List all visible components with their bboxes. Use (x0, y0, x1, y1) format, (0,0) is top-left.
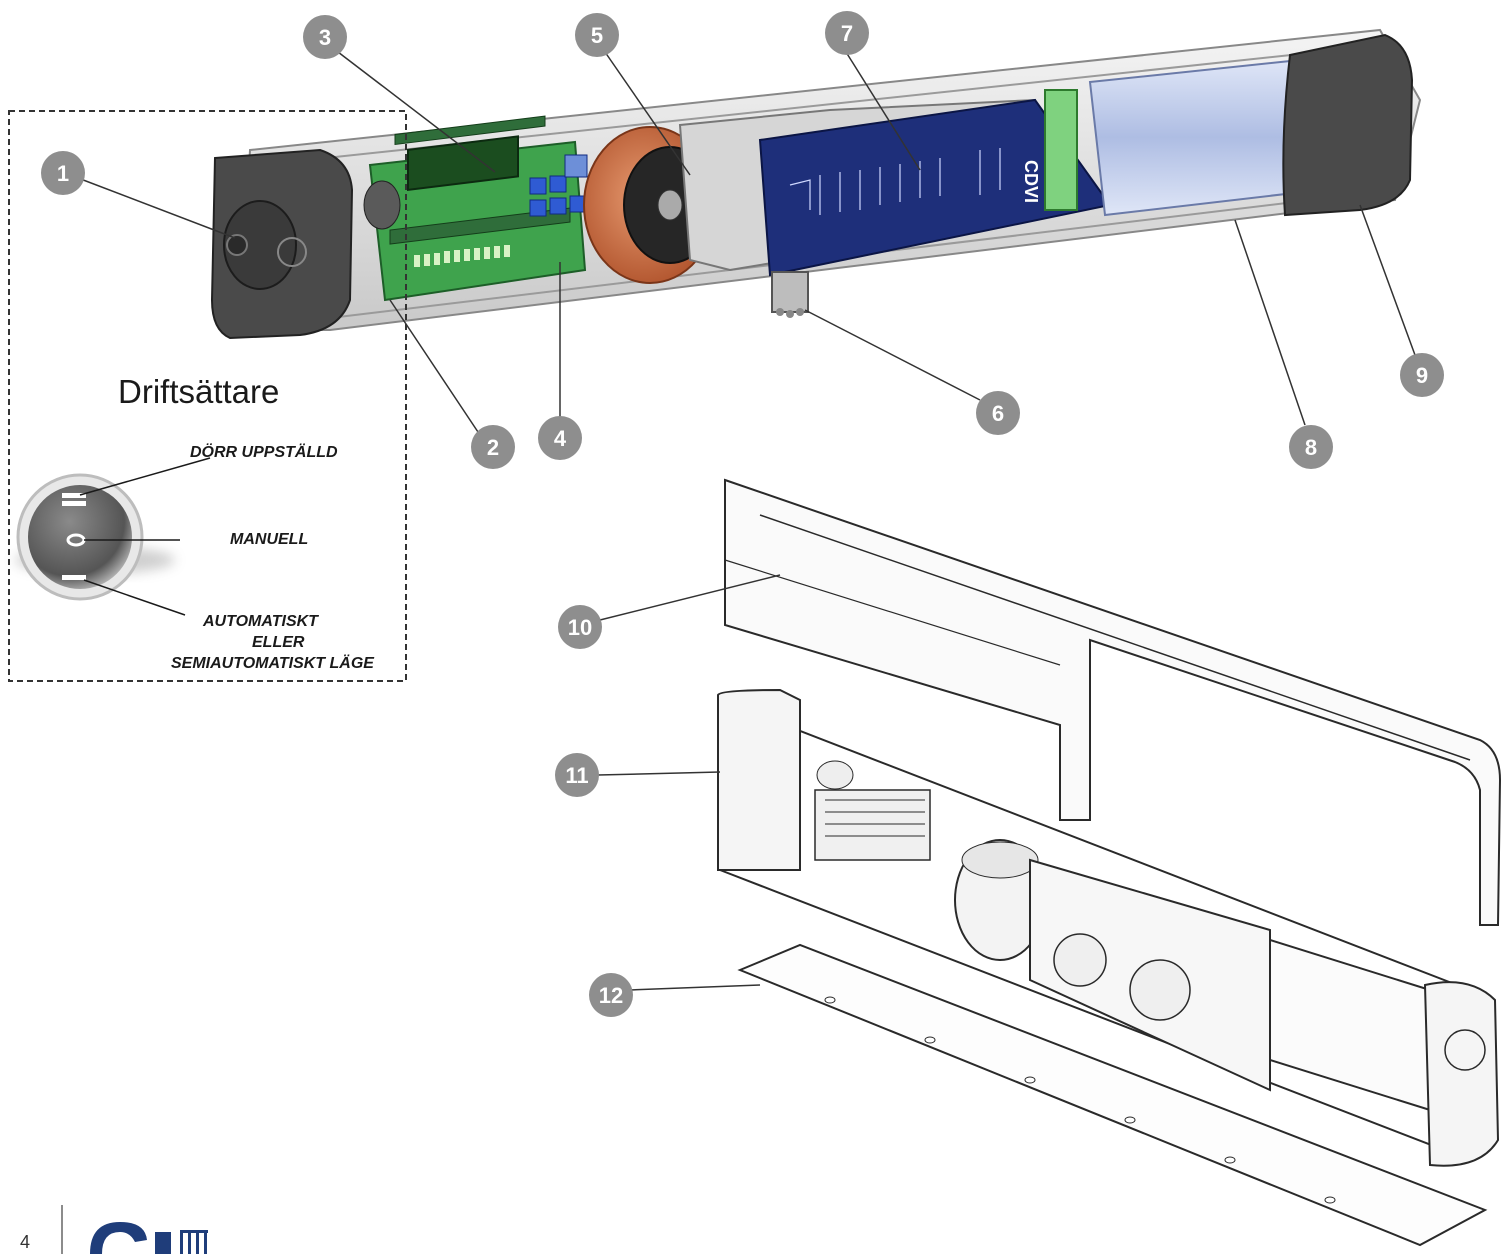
board-brand: CDVI (1021, 160, 1041, 203)
mode-manual: MANUELL (230, 531, 308, 548)
callout-8: 8 (1289, 425, 1333, 469)
svg-text:3: 3 (319, 25, 331, 50)
callout-5: 5 (575, 13, 619, 57)
callout-1: 1 (41, 151, 85, 195)
gearbox-with-board: CDVI (678, 98, 1112, 318)
dip-switches (529, 154, 588, 217)
callout-12: 12 (589, 973, 633, 1017)
exploded-cover (724, 478, 1501, 926)
svg-text:8: 8 (1305, 435, 1317, 460)
switch-panel-frame (8, 110, 407, 682)
svg-text:12: 12 (599, 983, 623, 1008)
mode-hold-open: DÖRR UPPSTÄLLD (190, 442, 338, 461)
callout-3: 3 (303, 15, 347, 59)
hold-open-switch-icon (15, 473, 175, 601)
mounting-plate (737, 943, 1488, 1247)
lcd-display (407, 135, 519, 192)
mode-auto-line1: AUTOMATISKT (202, 613, 319, 630)
page-number: 4 (20, 1232, 31, 1252)
svg-text:2: 2 (487, 435, 499, 460)
terminal-blocks (389, 115, 571, 245)
callout-9: 9 (1400, 353, 1444, 397)
callout-7: 7 (825, 11, 869, 55)
mode-auto-line3: SEMIAUTOMATISKT LÄGE (171, 654, 375, 672)
output-shaft (771, 271, 809, 313)
brand-logo-icon (90, 1222, 208, 1254)
panel-title: Driftsättare (118, 373, 279, 410)
svg-text:11: 11 (565, 763, 588, 788)
svg-text:10: 10 (568, 615, 592, 640)
operator-assembly: CDVI (210, 28, 1422, 340)
mode-leaders (79, 457, 211, 616)
exploded-chassis (717, 688, 1500, 1167)
callout-6: 6 (976, 391, 1020, 435)
svg-text:7: 7 (841, 21, 853, 46)
callout-10: 10 (558, 605, 602, 649)
callout-leaders (77, 51, 1416, 991)
svg-text:9: 9 (1416, 363, 1428, 388)
callout-2: 2 (471, 425, 515, 469)
svg-text:1: 1 (57, 161, 69, 186)
callout-11: 11 (555, 753, 599, 797)
spring-cylinder (1044, 58, 1322, 217)
svg-text:6: 6 (992, 401, 1004, 426)
right-end-cap (1282, 33, 1414, 217)
svg-text:4: 4 (554, 426, 567, 451)
svg-text:5: 5 (591, 23, 603, 48)
mode-auto-line2: ELLER (252, 634, 305, 651)
cover-profile (724, 478, 1501, 926)
callout-4: 4 (538, 416, 582, 460)
